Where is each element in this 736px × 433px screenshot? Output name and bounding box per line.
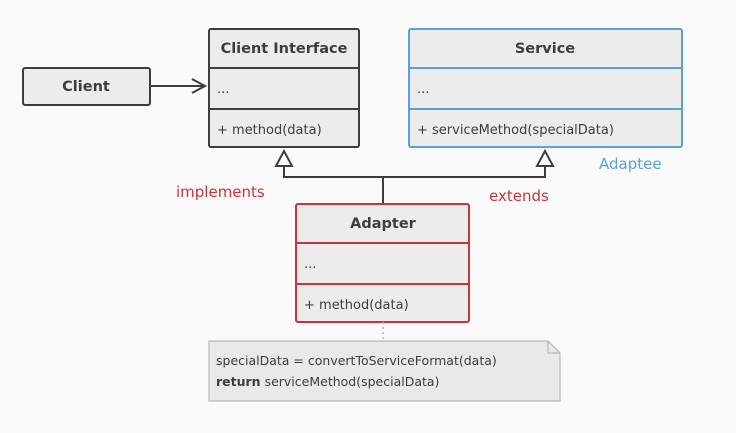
extends-triangle-arrowhead	[535, 148, 555, 167]
client-interface-class-box[interactable]: Client Interface ... + method(data)	[208, 28, 360, 148]
note-return-expression: serviceMethod(specialData)	[261, 374, 440, 389]
adapter-class-box[interactable]: Adapter ... + method(data)	[295, 203, 470, 323]
inheritance-connectors	[274, 148, 555, 203]
adapter-title: Adapter	[350, 216, 417, 232]
service-fields: ...	[417, 82, 429, 97]
client-interface-method: + method(data)	[217, 123, 322, 138]
note-line-1: specialData = convertToServiceFormat(dat…	[216, 353, 497, 368]
service-method: + serviceMethod(specialData)	[417, 123, 614, 138]
implements-triangle-arrowhead	[274, 148, 294, 167]
method-implementation-note: specialData = convertToServiceFormat(dat…	[208, 340, 561, 402]
adaptee-label: Adaptee	[599, 155, 662, 173]
association-arrow	[150, 78, 208, 94]
client-class-box[interactable]: Client	[22, 67, 151, 106]
client-title: Client	[62, 79, 110, 95]
adapter-fields: ...	[304, 257, 316, 272]
extends-label: extends	[489, 187, 549, 205]
implements-label: implements	[176, 183, 265, 201]
service-class-box[interactable]: Service ... + serviceMethod(specialData)	[408, 28, 683, 148]
adapter-method: + method(data)	[304, 298, 409, 313]
client-interface-title: Client Interface	[221, 41, 348, 57]
note-line-2: return serviceMethod(specialData)	[216, 374, 439, 389]
note-return-keyword: return	[216, 374, 261, 389]
client-interface-fields: ...	[217, 82, 229, 97]
service-title: Service	[515, 41, 575, 57]
